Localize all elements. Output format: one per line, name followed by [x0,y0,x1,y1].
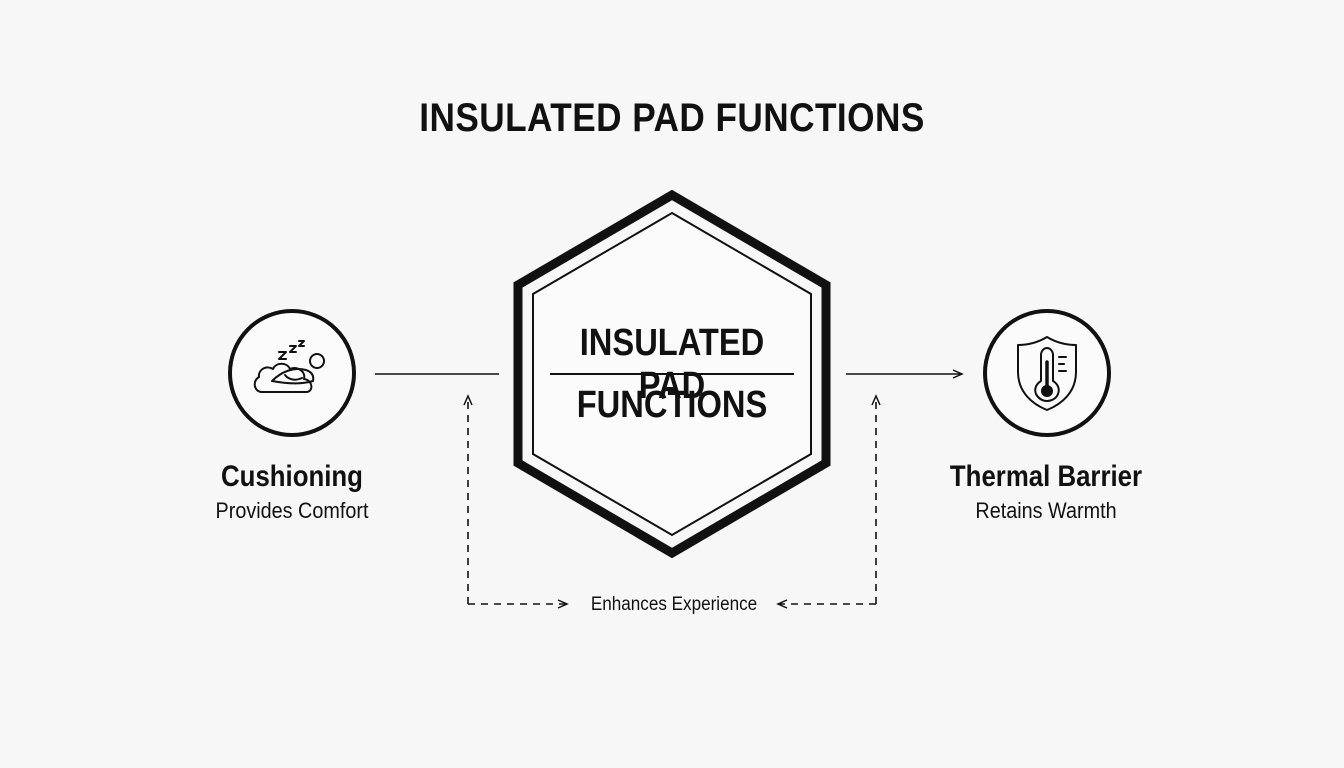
sleeping-person-on-cloud-icon [253,340,325,393]
diagram-title: INSULATED PAD FUNCTIONS [419,96,925,140]
hexagon-label-line2: FUNCTIONS [576,384,768,426]
cushioning-description: Provides Comfort [215,498,369,523]
cushioning-title: Cushioning [221,460,363,493]
hexagon-label-line1: INSULATED PAD [579,322,765,407]
feedback-loop [463,394,881,609]
cushioning-labels: Cushioning Provides Comfort [162,460,422,524]
thermal-barrier-title: Thermal Barrier [949,460,1143,493]
thermal-barrier-node [983,309,1111,437]
shield-thermometer-icon [1017,336,1077,411]
center-hexagon [513,189,831,559]
enhances-experience-label: Enhances Experience [590,594,758,615]
thermal-barrier-labels: Thermal Barrier Retains Warmth [916,460,1176,524]
cushioning-node [228,309,356,437]
thermal-barrier-description: Retains Warmth [975,498,1117,523]
